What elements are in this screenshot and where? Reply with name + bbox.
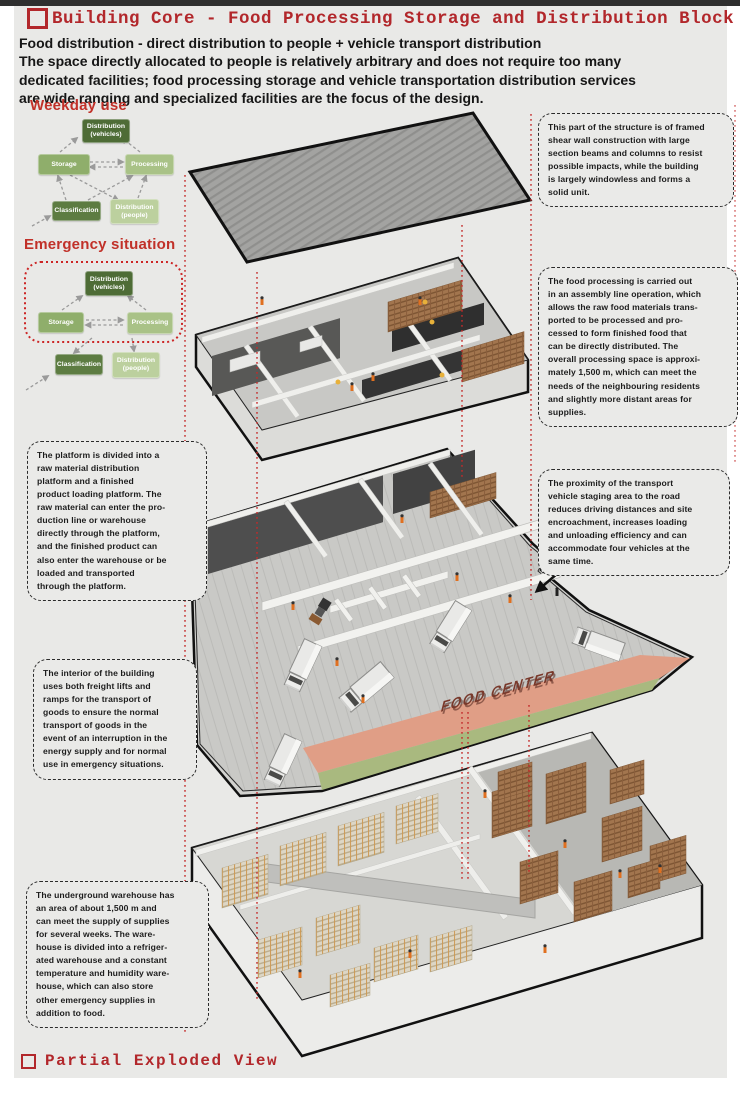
road-strip bbox=[303, 655, 690, 773]
warehouse-brown-racks bbox=[491, 759, 687, 923]
intro-text: Food distribution - direct distribution … bbox=[19, 35, 636, 107]
weekday-node-classification: Classification bbox=[52, 201, 101, 221]
weekday-heading: Weekday use bbox=[30, 97, 127, 114]
footer-caption: Partial Exploded View bbox=[45, 1052, 279, 1070]
annotation-structure: This part of the structure is of framed … bbox=[538, 113, 734, 208]
emergency-node-distribution-people: Distribution (people) bbox=[112, 352, 160, 378]
emergency-scope-outline bbox=[24, 261, 183, 343]
page-title: Building Core - Food Processing Storage … bbox=[52, 8, 735, 29]
annotation-staging: The proximity of the transport vehicle s… bbox=[538, 469, 730, 577]
emergency-node-processing: Processing bbox=[127, 312, 173, 334]
ground-floor-layer: FOOD CENTER FOOD CENTER bbox=[188, 447, 695, 798]
annotation-warehouse: The underground warehouse has an area of… bbox=[26, 881, 209, 1028]
lawn-strip bbox=[318, 678, 660, 790]
weekday-node-processing: Processing bbox=[125, 154, 174, 175]
processing-floor-layer bbox=[194, 256, 530, 462]
title-square-icon bbox=[27, 8, 48, 29]
emergency-node-storage: Storage bbox=[38, 312, 84, 333]
emergency-node-distribution-vehicles: Distribution (vehicles) bbox=[85, 271, 133, 296]
warehouse-cream-racks bbox=[221, 793, 473, 1008]
top-edge-strip bbox=[0, 0, 740, 6]
weekday-node-storage: Storage bbox=[38, 154, 90, 175]
emergency-node-classification: Classification bbox=[55, 354, 103, 375]
roof-layer bbox=[187, 111, 533, 264]
emergency-flow-arrows bbox=[24, 261, 183, 391]
annotation-processing: The food processing is carried out in an… bbox=[538, 267, 738, 427]
assembly-machines bbox=[335, 299, 445, 385]
annotation-interior: The interior of the building uses both f… bbox=[33, 659, 197, 780]
forklift bbox=[308, 597, 332, 626]
caption-square-icon bbox=[21, 1053, 36, 1069]
weekday-node-distribution-vehicles: Distribution (vehicles) bbox=[82, 119, 130, 143]
weekday-node-distribution-people: Distribution (people) bbox=[110, 199, 159, 224]
annotation-platform: The platform is divided into a raw mater… bbox=[27, 441, 207, 601]
emergency-heading: Emergency situation bbox=[24, 236, 176, 253]
title-row: Building Core - Food Processing Storage … bbox=[27, 8, 734, 29]
caption-row: Partial Exploded View bbox=[21, 1052, 278, 1070]
